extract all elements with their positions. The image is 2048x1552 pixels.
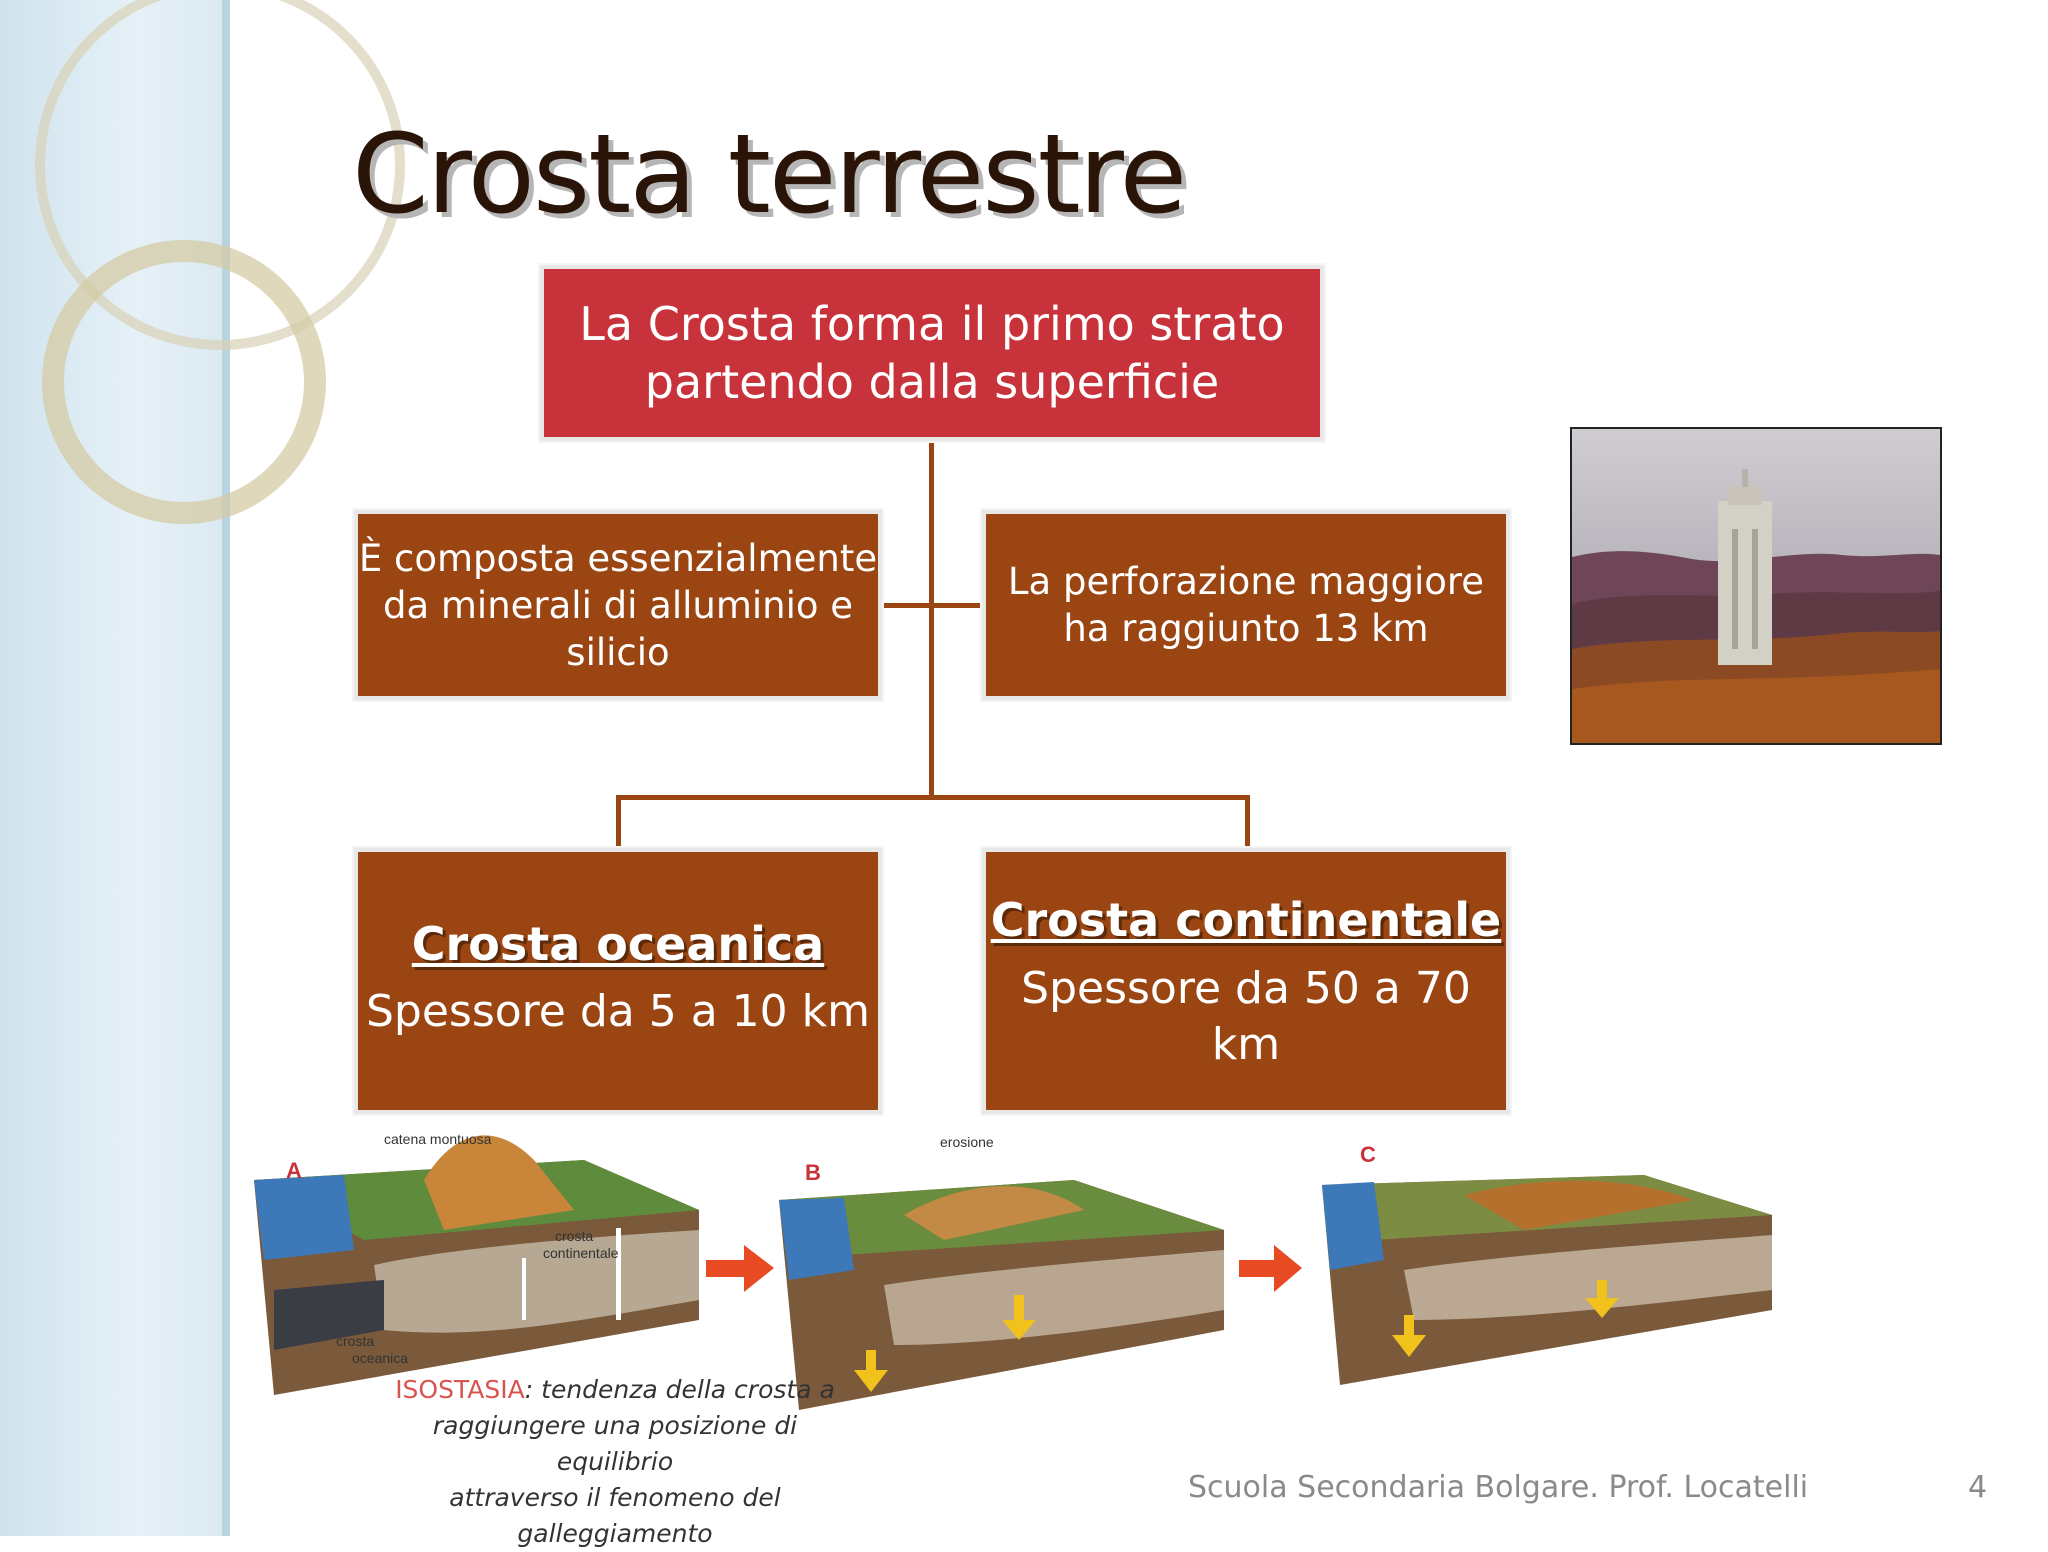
label-erosione: erosione [940, 1134, 994, 1150]
block-c [1322, 1175, 1772, 1385]
drilling-box: La perforazione maggiore ha raggiunto 13… [982, 510, 1510, 700]
sidebar-edge [222, 0, 230, 1536]
composition-line3: silicio [566, 630, 670, 674]
continental-crust-thickness-line1: Spessore da 50 a 70 [1021, 963, 1471, 1014]
label-c: C [1360, 1142, 1376, 1167]
label-crosta-continentale-2: continentale [543, 1245, 619, 1261]
page-number: 4 [1968, 1470, 1988, 1505]
oceanic-crust-thickness: Spessore da 5 a 10 km [365, 986, 870, 1037]
isostasy-caption: ISOSTASIA: tendenza della crosta a raggi… [395, 1372, 835, 1552]
isostasy-text2: raggiungere una posizione di equilibrio [432, 1411, 798, 1476]
isostasy-keyword: ISOSTASIA [395, 1375, 525, 1404]
crust-definition-line1: La Crosta forma il primo strato [579, 297, 1285, 351]
composition-box: È composta essenzialmente da minerali di… [354, 510, 882, 700]
oceanic-crust-heading: Crosta oceanica [411, 917, 825, 971]
label-a: A [286, 1158, 302, 1183]
arrow-a-to-b [706, 1245, 774, 1292]
continental-crust-thickness-line2: km [1211, 1019, 1281, 1070]
connector-horizontal-middle [880, 603, 984, 608]
isostasy-text1: : tendenza della crosta a [524, 1375, 835, 1404]
label-catena-montuosa: catena montuosa [384, 1131, 492, 1147]
label-crosta-oceanica-2: oceanica [352, 1350, 409, 1366]
connector-drop-left [616, 795, 621, 851]
arrow-down-b [854, 1350, 888, 1392]
label-crosta-continentale-1: crosta [555, 1228, 594, 1244]
label-b: B [805, 1160, 821, 1185]
crust-definition-line2: partendo dalla superficie [644, 355, 1220, 409]
drilling-line2: ha raggiunto 13 km [1063, 607, 1429, 650]
label-crosta-oceanica-1: crosta [336, 1333, 375, 1349]
arrow-down-c [1392, 1315, 1426, 1357]
block-b [779, 1180, 1224, 1410]
decorative-ring-bottom [42, 240, 326, 524]
composition-line2: da minerali di alluminio e [382, 583, 854, 627]
isostasy-text4: galleggiamento [517, 1519, 713, 1548]
drilling-line1: La perforazione maggiore [1007, 560, 1485, 603]
drilling-tower-image [1572, 429, 1940, 743]
connector-vertical-main [929, 440, 934, 800]
block-a [254, 1135, 699, 1395]
arrow-up-b [1002, 1295, 1036, 1340]
isostasy-text3: attraverso il fenomeno del [449, 1483, 781, 1512]
oceanic-crust-box: Crosta oceanica Spessore da 5 a 10 km [354, 848, 882, 1114]
arrow-up-c [1585, 1280, 1619, 1318]
continental-crust-box: Crosta continentale Spessore da 50 a 70 … [982, 848, 1510, 1114]
crust-definition-box: La Crosta forma il primo strato partendo… [540, 265, 1324, 441]
connector-horizontal-bottom [616, 795, 1250, 800]
connector-drop-right [1245, 795, 1250, 851]
footer-author: Scuola Secondaria Bolgare. Prof. Locatel… [1188, 1470, 1809, 1505]
isostasy-illustration [254, 1135, 1772, 1410]
slide-title: Crosta terrestre [352, 110, 1187, 238]
drilling-tower-photo [1570, 427, 1942, 745]
composition-line1: È composta essenzialmente [358, 536, 878, 580]
continental-crust-heading: Crosta continentale [990, 893, 1502, 947]
arrow-b-to-c [1239, 1245, 1302, 1292]
